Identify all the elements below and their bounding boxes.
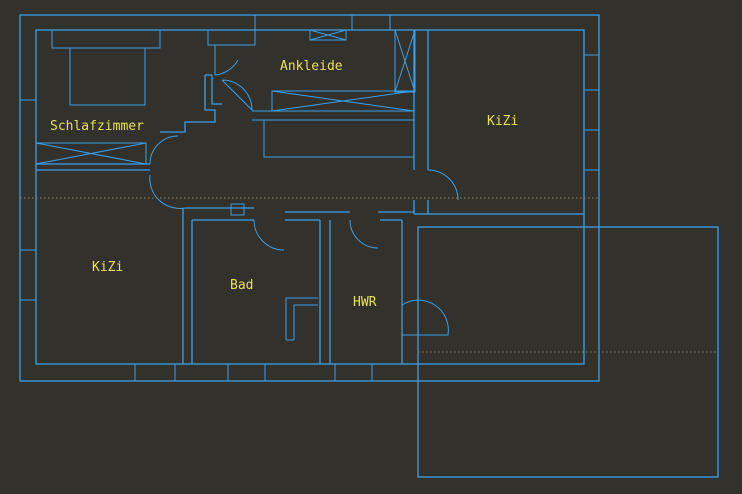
ankleide-furniture — [207, 29, 416, 158]
room-label-kizi-left: KiZi — [92, 260, 123, 275]
room-label-hwr: HWR — [353, 295, 377, 310]
room-label-bad: Bad — [230, 278, 253, 293]
windows — [20, 15, 599, 381]
schlafzimmer-furniture — [35, 30, 161, 171]
room-label-schlafzimmer: Schlafzimmer — [50, 119, 144, 134]
room-label-ankleide: Ankleide — [280, 59, 343, 74]
interior-walls — [36, 30, 584, 364]
room-labels: Schlafzimmer Ankleide KiZi KiZi Bad HWR — [50, 59, 518, 310]
room-label-kizi-right: KiZi — [487, 114, 518, 129]
guide-lines — [20, 197, 718, 353]
door-swings — [149, 45, 459, 336]
